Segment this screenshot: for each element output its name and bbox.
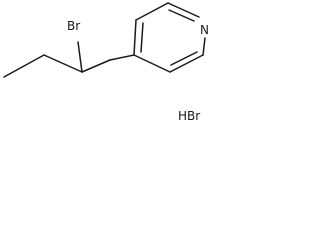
counterion-label: HBr bbox=[178, 109, 200, 123]
ring-bond-c2-n-double bbox=[168, 9, 195, 22]
ring-bond-c2-n bbox=[167, 2, 200, 18]
bond-chbr-ch2 bbox=[81, 59, 111, 73]
ring-bond-c6-c5-double bbox=[170, 51, 198, 66]
ring-bond-c3-c2 bbox=[135, 2, 169, 21]
bond-c-br bbox=[77, 41, 83, 73]
nitrogen-label: N bbox=[200, 23, 209, 37]
ring-bond-n-c6 bbox=[202, 37, 206, 56]
bond-ethyl-ch3 bbox=[3, 54, 45, 78]
chemical-structure: Br N HBr bbox=[3, 2, 209, 123]
ring-bond-c5-c4 bbox=[133, 54, 171, 73]
ring-bond-c4-c3 bbox=[133, 19, 137, 56]
ring-bond-c6-c5 bbox=[169, 54, 204, 73]
bromine-label: Br bbox=[67, 19, 80, 33]
bond-ring-ch2 bbox=[109, 54, 135, 61]
ring-bond-c4-c3-double bbox=[140, 22, 144, 53]
bond-ethyl-ch2 bbox=[43, 54, 83, 73]
